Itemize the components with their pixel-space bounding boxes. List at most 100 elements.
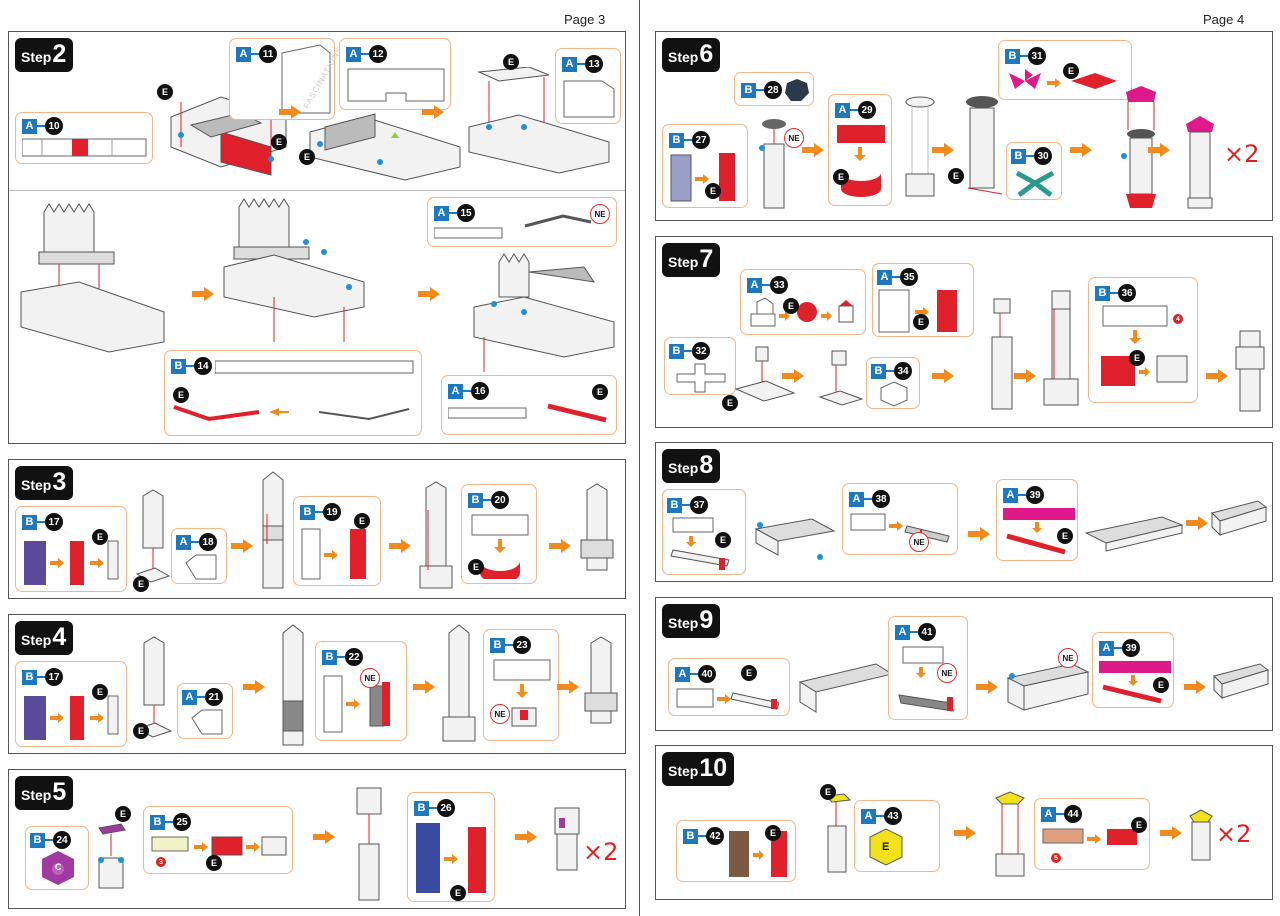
e-marker: E — [722, 395, 738, 411]
part-30-drawing — [1015, 170, 1055, 197]
e-marker: E — [354, 513, 370, 529]
part-34-drawing — [880, 381, 908, 407]
arrow-right — [389, 539, 411, 553]
arrow-right — [1014, 369, 1036, 383]
part-17-drawing — [24, 540, 119, 585]
tower-assembly-7c — [1235, 330, 1265, 412]
part-39-drawing — [1003, 508, 1075, 555]
part-15-folded — [524, 214, 592, 228]
arrow-right — [1206, 369, 1228, 383]
arrow-right — [932, 369, 954, 383]
e-marker: E — [271, 134, 287, 150]
e-marker: E — [1131, 817, 1147, 833]
part-22-drawing — [323, 675, 390, 733]
arrow-right — [549, 539, 571, 553]
arrow-right — [422, 105, 444, 119]
tower-assembly-6d — [1121, 86, 1156, 208]
part-27-drawing — [670, 153, 735, 202]
step-8-header: Step8 — [662, 449, 721, 483]
tower-assembly-3b — [262, 471, 284, 589]
part-20-drawing — [471, 514, 529, 579]
arrow-right — [782, 369, 804, 383]
part-32-drawing — [676, 363, 726, 393]
arrow-right — [313, 830, 335, 844]
arrow-right — [1070, 143, 1092, 157]
e-marker: E — [1153, 677, 1169, 693]
e-marker: E — [133, 723, 149, 739]
e-marker: E — [173, 387, 189, 403]
part-33-drawing — [750, 297, 854, 327]
wall-assembly-9a — [798, 663, 895, 713]
arrow-right — [802, 143, 824, 157]
page-divider — [639, 0, 640, 916]
tower-assembly-4c — [442, 624, 476, 742]
part-10-drawing — [22, 138, 147, 157]
e-marker: E — [468, 559, 484, 575]
tower-assembly-3a — [135, 489, 171, 583]
arrow-right — [515, 830, 537, 844]
e-marker: E — [715, 532, 731, 548]
arrow-right — [279, 105, 301, 119]
part-13-drawing — [563, 80, 615, 118]
wall-assembly-9b — [1006, 663, 1090, 711]
e-marker: E — [741, 665, 757, 681]
turret-assembly-5b — [356, 787, 382, 901]
part-41-drawing — [898, 646, 954, 712]
part-29-drawing — [837, 125, 885, 197]
ne-marker: NE — [937, 663, 957, 683]
wall-assembly-8a — [754, 518, 836, 560]
multiplier-label: ×2 — [1216, 820, 1252, 848]
tower-assembly-4b — [282, 624, 304, 746]
arrow-right — [418, 287, 440, 301]
part-25-drawing — [151, 836, 287, 856]
part-44-drawing — [1042, 828, 1137, 845]
part-12-drawing — [347, 68, 445, 102]
tower-assembly-6e — [1186, 116, 1214, 209]
part-39-drawing — [1099, 661, 1171, 704]
turret-assembly-5a — [98, 823, 126, 889]
e-marker: E — [592, 384, 608, 400]
fold-number-marker: 5 — [1051, 853, 1061, 863]
e-marker: E — [913, 314, 929, 330]
e-marker: E — [503, 54, 519, 70]
part-14-drawing — [215, 360, 414, 374]
step-9-header: Step9 — [662, 604, 721, 638]
base-assembly-7a — [734, 346, 796, 402]
e-marker: E — [765, 825, 781, 841]
e-marker: E — [157, 84, 173, 100]
